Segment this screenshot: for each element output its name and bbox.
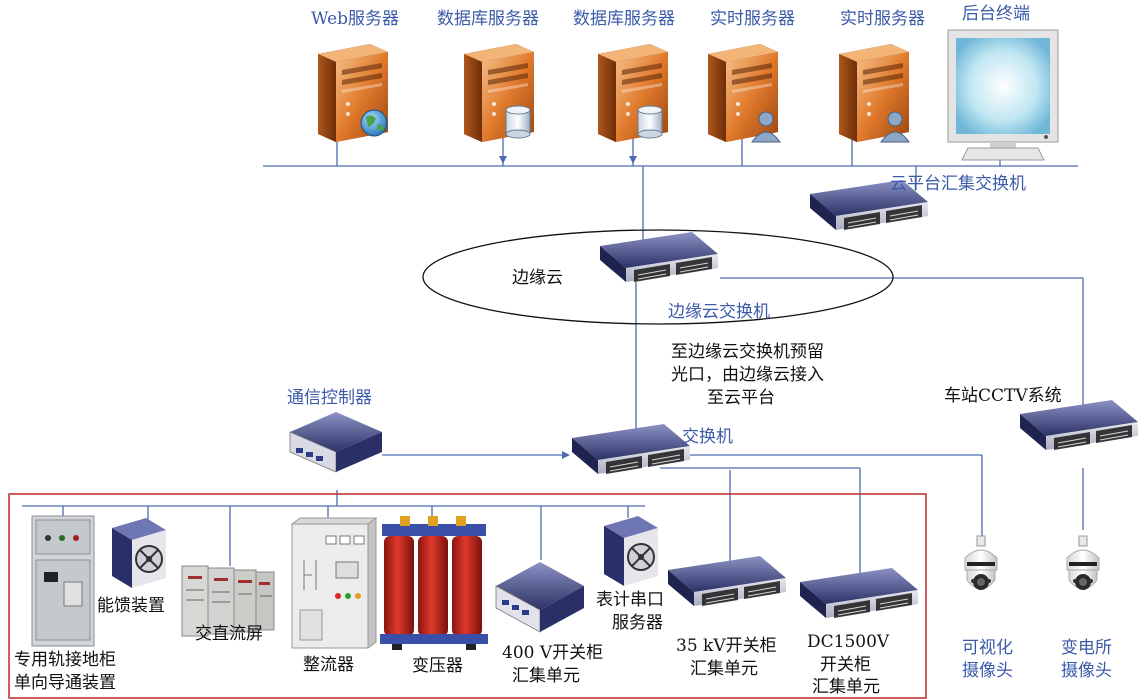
station-switch-label: 交换机 xyxy=(682,427,733,447)
acdc-screen-label: 交直流屏 xyxy=(195,624,263,644)
terminal-label: 后台终端 xyxy=(962,4,1030,24)
visual-camera-label-2: 摄像头 xyxy=(962,661,1013,681)
switch-35kv-icon xyxy=(667,555,787,607)
realtime-server-1-label: 实时服务器 xyxy=(710,9,795,29)
visual-camera-label-1: 可视化 xyxy=(962,638,1013,658)
db-server-2-label: 数据库服务器 xyxy=(573,9,675,29)
cctv-label: 车站CCTV系统 xyxy=(944,386,1062,406)
meter-serial-server-icon xyxy=(603,515,659,587)
note-line: 光口，由边缘云接入 xyxy=(671,365,824,385)
dc1500-label-3: 汇集单元 xyxy=(812,677,880,697)
switchgear-35kv-label-2: 汇集单元 xyxy=(690,659,758,679)
meter-server-label-2: 服务器 xyxy=(612,613,663,633)
rectifier-label: 整流器 xyxy=(303,655,354,675)
edge-cloud-switch-icon xyxy=(599,231,719,283)
globe-icon xyxy=(360,109,388,137)
edge-cloud-label: 边缘云 xyxy=(512,268,563,288)
acdc-screen-icon xyxy=(181,565,275,637)
db-server-1-label: 数据库服务器 xyxy=(437,9,539,29)
switchgear-400v-label-2: 汇集单元 xyxy=(512,666,580,686)
connection-lines xyxy=(22,138,1084,600)
substation-camera-icon xyxy=(1066,535,1100,591)
database-icon xyxy=(637,105,663,139)
substation-camera-label-1: 变电所 xyxy=(1061,638,1112,658)
transformer-label: 变压器 xyxy=(412,656,463,676)
edge-cloud-switch-label: 边缘云交换机 xyxy=(668,302,770,322)
cctv-switch-icon xyxy=(1019,399,1139,451)
note-line: 至边缘云交换机预留 xyxy=(671,342,824,362)
dc1500-label-1: DC1500V xyxy=(807,632,890,652)
rail-grounding-label-1: 专用轨接地柜 xyxy=(14,650,116,670)
device-area-frame xyxy=(8,493,927,699)
switch-dc1500-icon xyxy=(799,567,919,619)
user-icon xyxy=(751,111,781,143)
user-icon xyxy=(880,111,910,143)
web-server-label: Web服务器 xyxy=(311,9,400,29)
comm-controller-icon xyxy=(289,412,382,473)
substation-camera-label-2: 摄像头 xyxy=(1061,661,1112,681)
switchgear-35kv-label-1: 35 kV开关柜 xyxy=(676,636,777,656)
meter-server-label-1: 表计串口 xyxy=(596,590,664,610)
energy-feedback-label: 能馈装置 xyxy=(97,596,165,616)
energy-feedback-icon xyxy=(111,517,167,589)
dc1500-label-2: 开关柜 xyxy=(820,655,871,675)
database-icon xyxy=(505,105,531,139)
rectifier-icon xyxy=(290,517,378,649)
rail-grounding-cabinet-icon xyxy=(31,515,95,647)
note-line: 至云平台 xyxy=(707,388,775,408)
monitor-icon xyxy=(947,29,1059,161)
transformer-icon xyxy=(380,516,488,650)
edge-cloud-ellipse xyxy=(422,229,894,325)
switchgear-400v-label-1: 400 V开关柜 xyxy=(502,643,604,663)
realtime-server-2-label: 实时服务器 xyxy=(840,9,925,29)
rail-grounding-label-2: 单向导通装置 xyxy=(14,673,116,693)
switchgear-400v-icon xyxy=(495,562,584,633)
visual-camera-icon xyxy=(964,535,998,591)
station-switch-icon xyxy=(571,423,691,475)
realtime-server-1-icon xyxy=(708,44,778,142)
realtime-server-2-icon xyxy=(839,44,909,142)
cloud-platform-switch-label: 云平台汇集交换机 xyxy=(890,174,1026,194)
comm-controller-label: 通信控制器 xyxy=(287,388,372,408)
